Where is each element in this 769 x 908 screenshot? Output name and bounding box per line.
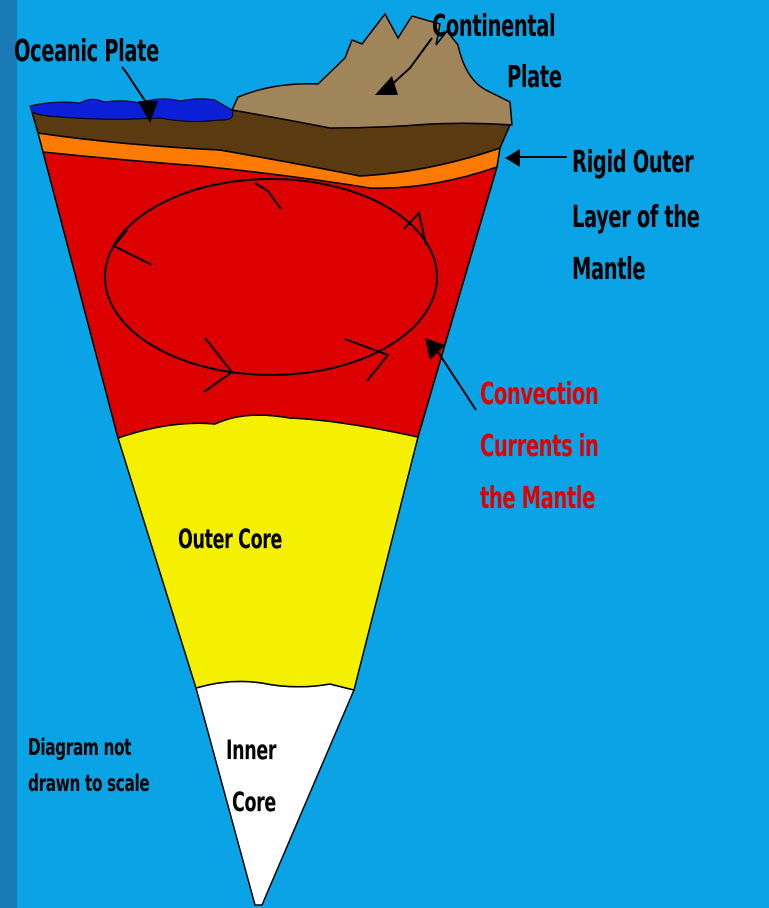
rigid-outer-layer-line-1: Rigid Outer — [572, 145, 693, 181]
convection-currents-line-3: the Mantle — [480, 481, 595, 517]
scale-note-line-1: Diagram not — [28, 734, 131, 763]
convection-currents-line-1: Convection — [480, 377, 598, 413]
rigid-arrowhead — [505, 149, 520, 167]
outer-core-label: Outer Core — [178, 523, 282, 557]
oceanic-plate-label: Oceanic Plate — [14, 34, 159, 70]
convection-pointer-line — [438, 352, 476, 410]
continental-plate-label-line-1: Continental — [432, 9, 555, 45]
continental-plate-label-line-2: Plate — [507, 60, 562, 96]
rigid-outer-layer-line-2: Layer of the — [572, 200, 700, 236]
inner-core-label-line-1: Inner — [226, 734, 276, 768]
scale-note-line-2: drawn to scale — [28, 770, 149, 799]
rigid-outer-layer-line-3: Mantle — [572, 252, 645, 288]
convection-currents-line-2: Currents in — [480, 429, 598, 465]
inner-core-label-line-2: Core — [232, 786, 276, 820]
